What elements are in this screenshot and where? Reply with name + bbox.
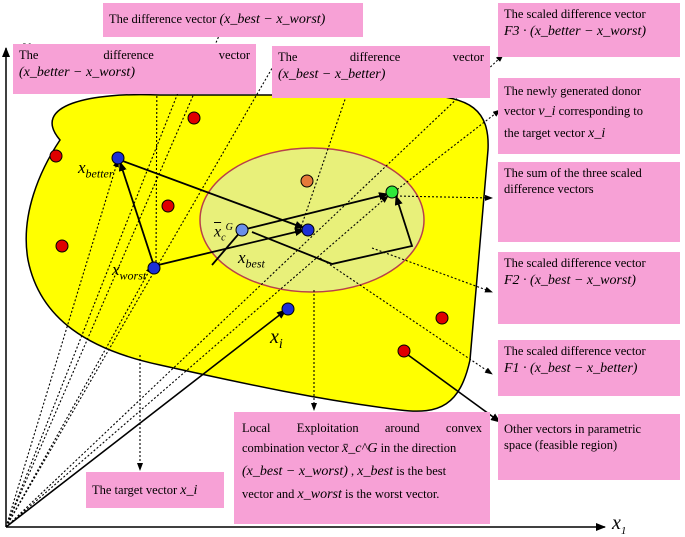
- label-x-better: xbetter: [78, 158, 114, 181]
- box-sum-vectors: The sum of the three scaled difference v…: [498, 162, 680, 242]
- other-points: [49, 111, 449, 358]
- box-connectors: [137, 59, 501, 471]
- donor-vector-point: [385, 185, 399, 199]
- label-x-c: xcG: [214, 222, 233, 244]
- point-x-i: [281, 302, 295, 316]
- box-diff-best-better: The difference vector (x_best − x_better…: [272, 46, 490, 98]
- label-x-1: x1: [612, 512, 627, 537]
- point-x-best: [301, 223, 315, 237]
- origin-rays: [5, 14, 504, 528]
- point-x-worst: [147, 261, 161, 275]
- box-diff-best-worst: The difference vector (x_best − x_worst): [103, 3, 363, 37]
- box-target-vector: The target vector x_i: [86, 472, 224, 508]
- exploitation-ellipse: [199, 147, 425, 293]
- orange-point: [300, 174, 314, 188]
- label-x-worst: xworst: [112, 260, 147, 283]
- label-x-best: xbest: [238, 248, 265, 271]
- box-scaled-f1: The scaled difference vector F1 · (x_bes…: [498, 340, 680, 396]
- other-vectors-connector: [403, 351, 501, 423]
- target-vector-line: [5, 309, 287, 528]
- difference-vectors: [118, 159, 414, 267]
- box-other-vectors: Other vectors in parametric space (feasi…: [498, 414, 680, 480]
- label-x-i: xi: [270, 326, 283, 352]
- box-scaled-f2: The scaled difference vector F2 · (x_bes…: [498, 252, 680, 324]
- point-x-better: [111, 151, 125, 165]
- box-local-exploitation: Local Exploitation around convex combina…: [234, 412, 490, 524]
- box-diff-better-worst: The difference vector (x_better − x_wors…: [13, 44, 256, 94]
- box-donor-vector: The newly generated donor vector v_i cor…: [498, 78, 680, 154]
- convex-combination-point: [235, 223, 249, 237]
- box-scaled-f3: The scaled difference vector F3 · (x_bet…: [498, 3, 680, 57]
